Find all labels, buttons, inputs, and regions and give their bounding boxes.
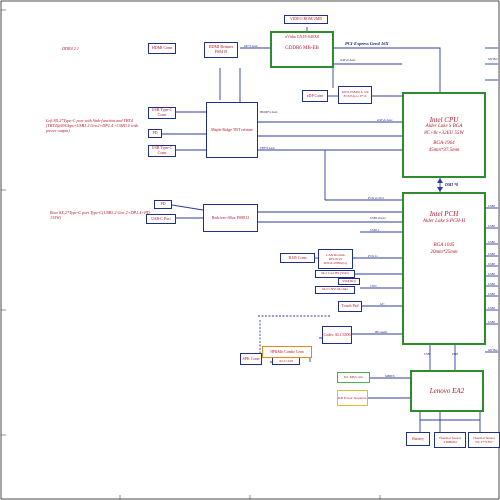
touchpad-box: Touch Pad	[338, 301, 362, 312]
espi-label: ESPI	[452, 352, 459, 356]
usb3-label: USB3.2	[370, 228, 380, 232]
smbus-label: SMBUS	[385, 374, 395, 378]
i2c-label: I2C	[380, 302, 385, 306]
cpu-subtitle: Alder Lake S BGA	[425, 124, 463, 130]
pch-right-label: USB3	[488, 292, 495, 296]
spi-right-label: SPI Bus	[488, 348, 498, 352]
hd-audio-label: HD Audio	[375, 330, 388, 334]
gpu-chip: GDDR6 MB-EB	[285, 45, 319, 51]
cpu-title: Intel CPU	[429, 115, 459, 124]
edp-cpu-label: eDP 4x Lane	[377, 118, 393, 122]
int-kb-box: Int. KB/Conn	[337, 372, 370, 383]
pd-box-2: PD	[154, 200, 172, 209]
dmi-label: DMI *8	[445, 182, 459, 187]
pch-title: Intel PCH	[429, 210, 459, 218]
pch-package: BGA 1045	[433, 243, 455, 249]
m2-ssd2-box: SSD(DO)	[338, 278, 360, 285]
m2-ssd-box: M.2 Card BS (SSD)	[315, 270, 355, 278]
spk-conn-box: SPK Conn	[240, 353, 262, 365]
lan-box: LAN Realtek RTL8125 RTL8125BG(G)	[318, 249, 353, 269]
pch-right-label: USB3	[488, 262, 495, 266]
pch-right-label: USB3	[488, 224, 495, 228]
usb-type-c-conn-1: USB Type-C Conn	[148, 107, 176, 119]
gpu-title: nVidia GN18-S40X8	[285, 34, 319, 39]
pch-right-label: USB3	[488, 282, 495, 286]
dp-lane-gpu-label: DP*4 Lane	[244, 44, 258, 48]
usb-left-label: USB	[424, 352, 430, 356]
cpu-block: Intel CPU Alder Lake S BGA 8C+8c+32EU 55…	[402, 92, 486, 178]
pch-right-label: USB3	[488, 252, 495, 256]
codec-box: Codec ALC3306	[322, 326, 352, 344]
pch-size: 20mm*25mm	[430, 249, 458, 255]
gpu-block: nVidia GN18-S40X8 GDDR6 MB-EB	[270, 31, 334, 68]
usb-type-c-conn-2: USB Type-C Conn	[148, 145, 176, 157]
ec-title: Lenovo EA2	[429, 386, 465, 395]
edp-conn-box: eDP Conn	[302, 90, 328, 102]
pcie-gpu-label: PCI-Express Gen4 16X	[345, 41, 389, 46]
dmi-arrow	[437, 178, 443, 192]
hdmi-retimer-box: HDMI Retimer PS8419	[204, 42, 238, 58]
thermal-sensor-1: Thermal Sensor 2T6B084	[434, 432, 466, 448]
pch-right-label: SPI Bus	[488, 57, 498, 61]
cnvi-label: CNVi	[370, 284, 377, 288]
pch-right-label: USB3	[488, 320, 495, 324]
redriver-box: Redriver+Mux PS8812	[203, 204, 258, 232]
pcie-ports-label: PCIe 4x Port	[368, 196, 384, 200]
usbc-port-box: USB-C Port	[146, 214, 176, 224]
pch-right-label: USB3	[488, 272, 495, 276]
cpu-cores: 8C+8c+32EU 55W	[424, 130, 464, 136]
edp-lane-label: eDP 4x Lane	[340, 58, 356, 62]
pch-right-label: USB2	[488, 240, 495, 244]
cpu-package: BGA-1964	[433, 141, 455, 147]
hdmi-conn-box: HDMI Conn	[148, 43, 176, 54]
battery-box: Battery	[406, 432, 430, 446]
pch-block: Intel PCH Alder Lake S PCH-H BGA 1045 20…	[402, 192, 486, 345]
hp-mic-combo-box: HP&Mic Combo Conn	[262, 346, 312, 358]
pch-right-label: USB3	[488, 306, 495, 310]
kb-power-box: KB Power Sequence	[337, 390, 368, 406]
video-rom-box: VIDEO ROM/2MB	[284, 15, 328, 24]
cpu-size: 45mm*37.5mm	[428, 147, 460, 153]
usb3-gen2-label: USB3.2Gen2	[370, 216, 386, 220]
left-ports-note: Left 8X,2*Type-C port with Sink-function…	[46, 118, 139, 134]
page-title: DDR4 2.1	[62, 46, 79, 51]
maple-ridge-box: Maple Ridge TBT retimer	[206, 102, 258, 158]
thermal-sensor-2: Thermal Sensor NCT7718W	[468, 432, 500, 448]
tbt-lane-label: TBT*4 Lane	[260, 146, 275, 150]
rear-ports-note: Rear 8X,2*Type-C port Type-C(USB3.2 Gen …	[50, 210, 150, 221]
pch-right-label: USB3	[488, 204, 495, 208]
m2-wlan-box: M.2 CNVi Module	[315, 286, 355, 294]
mux-box: MUX PS8461A 1x6 8:16 Edp to 6*16	[338, 86, 372, 104]
pch-subtitle: Alder Lake S PCH-H	[422, 218, 466, 224]
hdmi-lane-label: HDMI*4 Lane	[260, 110, 278, 114]
pcie-1x-label: PCIe 1x	[368, 254, 378, 258]
ec-block: Lenovo EA2	[410, 370, 484, 412]
pd-box-1: PD	[148, 129, 162, 138]
rj45-conn-box: RJ45 Conn	[280, 253, 315, 263]
